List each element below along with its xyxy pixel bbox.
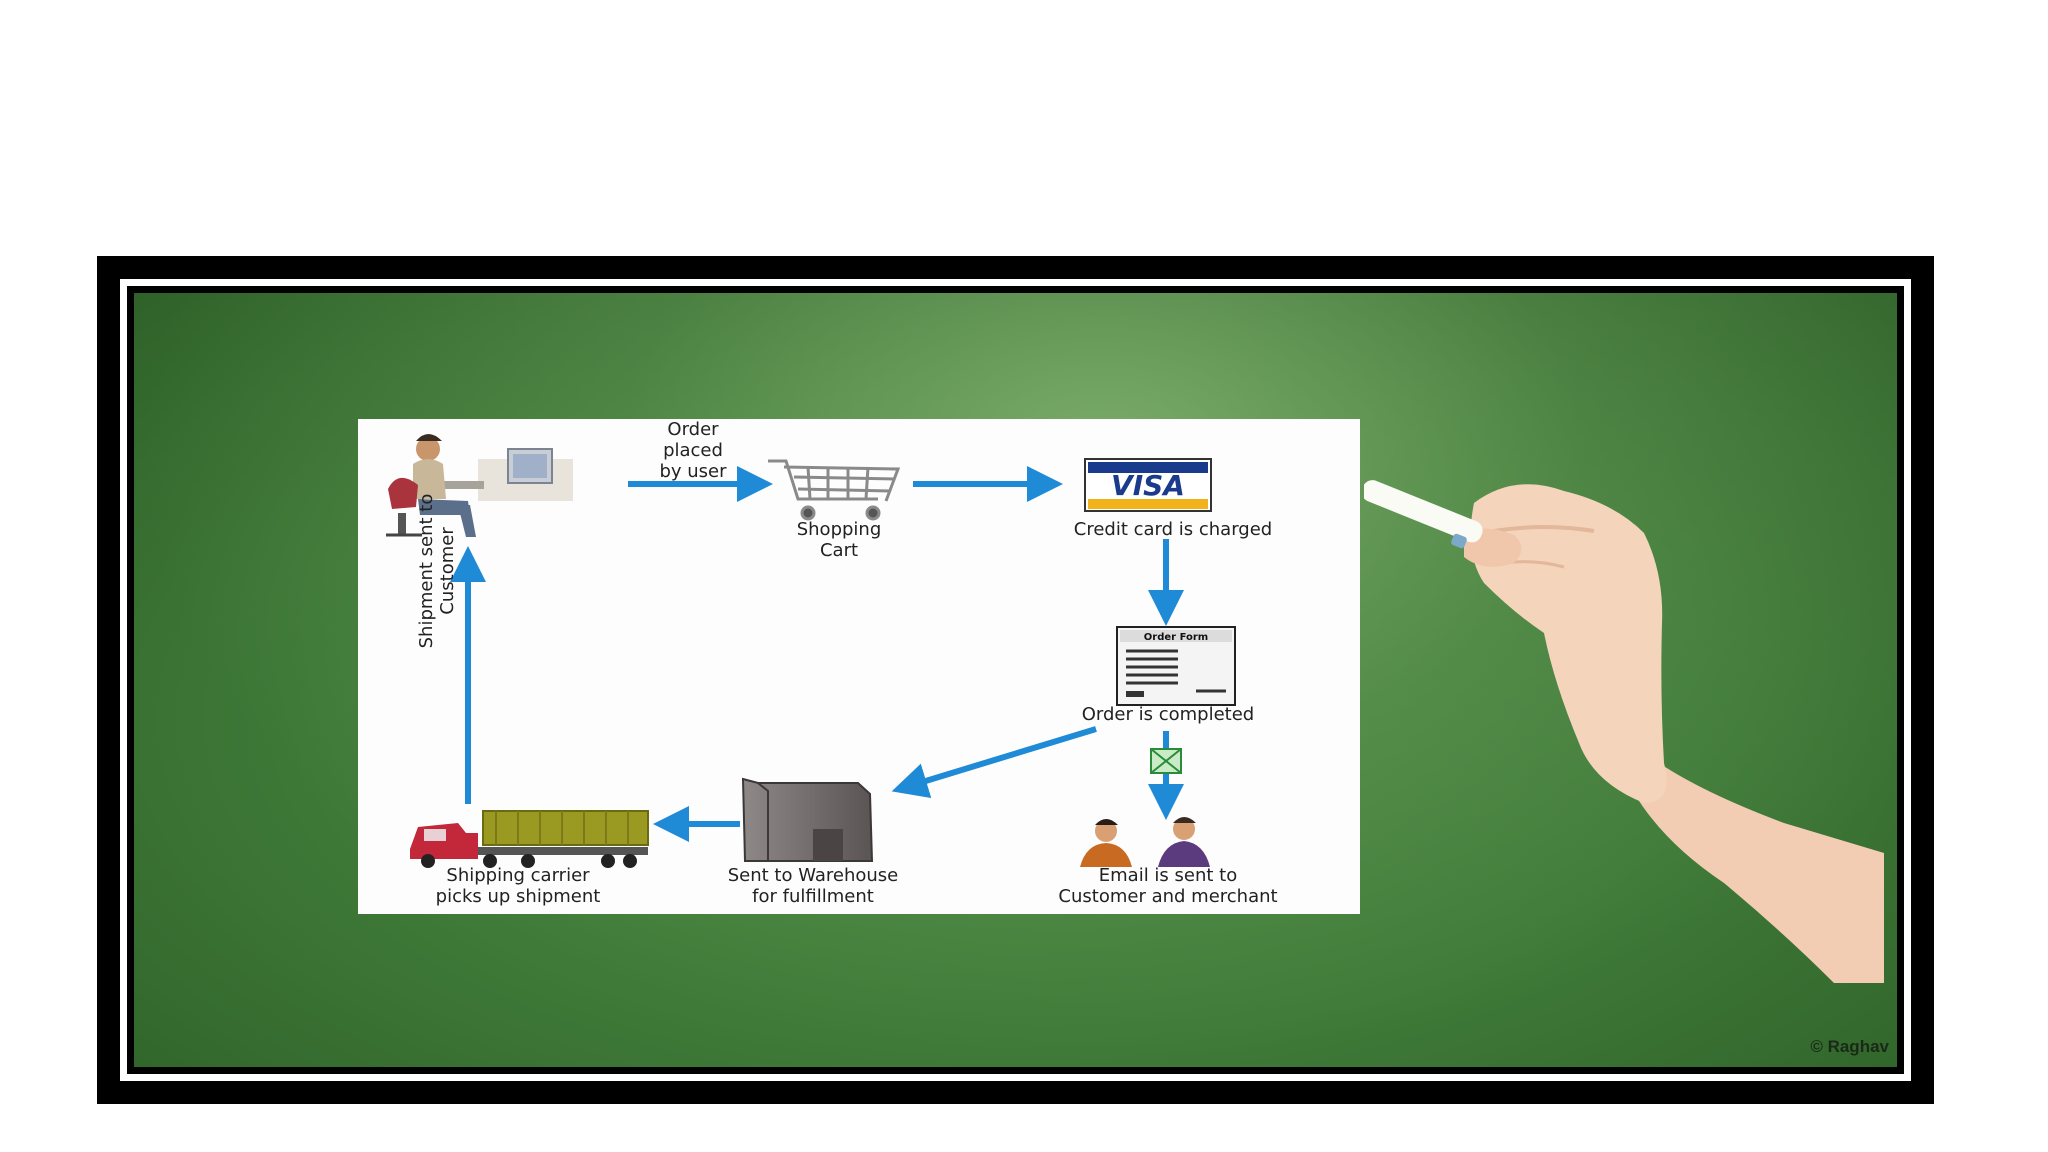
label-warehouse-line2: for fulfillment	[752, 886, 874, 907]
label-carrier-line2: picks up shipment	[435, 886, 601, 907]
label-shopping-cart-line2: Cart	[819, 540, 859, 561]
order-form-icon: Order Form	[1116, 626, 1236, 706]
chalk-hand-icon	[1364, 480, 1884, 983]
people-icon	[1080, 817, 1210, 867]
label-email-sent-line2: Customer and merchant	[1058, 886, 1278, 907]
diagram-graphics: VISA Order Form	[386, 434, 1236, 868]
label-order-placed: Order placed by user	[630, 419, 756, 482]
label-credit-card: Credit card is charged	[1073, 519, 1273, 540]
label-warehouse-line1: Sent to Warehouse	[727, 865, 899, 886]
white-frame-line: VISA Order Form	[120, 279, 1911, 1081]
label-email-sent: Email is sent to Customer and merchant	[983, 865, 1353, 907]
arrow-form-to-warehouse	[891, 726, 1097, 799]
label-order-placed-line3: by user	[659, 461, 727, 482]
label-order-placed-line1: Order	[667, 419, 719, 440]
watermark: © Raghav	[1810, 1037, 1889, 1056]
order-flow-diagram: VISA Order Form	[358, 419, 1360, 914]
user-at-computer-icon	[386, 434, 573, 537]
order-form-title: Order Form	[1144, 632, 1208, 643]
label-carrier: Shipping carrier picks up shipment	[378, 865, 658, 907]
label-shipment-sent: Shipment sent to Customer	[416, 493, 458, 649]
label-order-placed-line2: placed	[663, 440, 723, 461]
inner-black-frame: VISA Order Form	[127, 286, 1904, 1074]
email-envelope-icon	[1150, 748, 1182, 774]
label-shopping-cart-line1: Shopping	[796, 519, 882, 540]
label-email-sent-line1: Email is sent to	[1098, 865, 1238, 886]
truck-icon	[410, 810, 649, 868]
visa-text: VISA	[1111, 469, 1185, 502]
label-carrier-line1: Shipping carrier	[446, 865, 590, 886]
black-frame: VISA Order Form	[97, 256, 1934, 1104]
green-chalkboard: VISA Order Form	[134, 293, 1897, 1067]
warehouse-icon	[741, 777, 874, 862]
label-shopping-cart: Shopping Cart	[766, 519, 912, 561]
shopping-cart-icon	[768, 459, 901, 521]
visa-card-icon: VISA	[1084, 458, 1212, 512]
label-order-completed: Order is completed	[1081, 704, 1255, 725]
label-warehouse: Sent to Warehouse for fulfillment	[673, 865, 953, 907]
